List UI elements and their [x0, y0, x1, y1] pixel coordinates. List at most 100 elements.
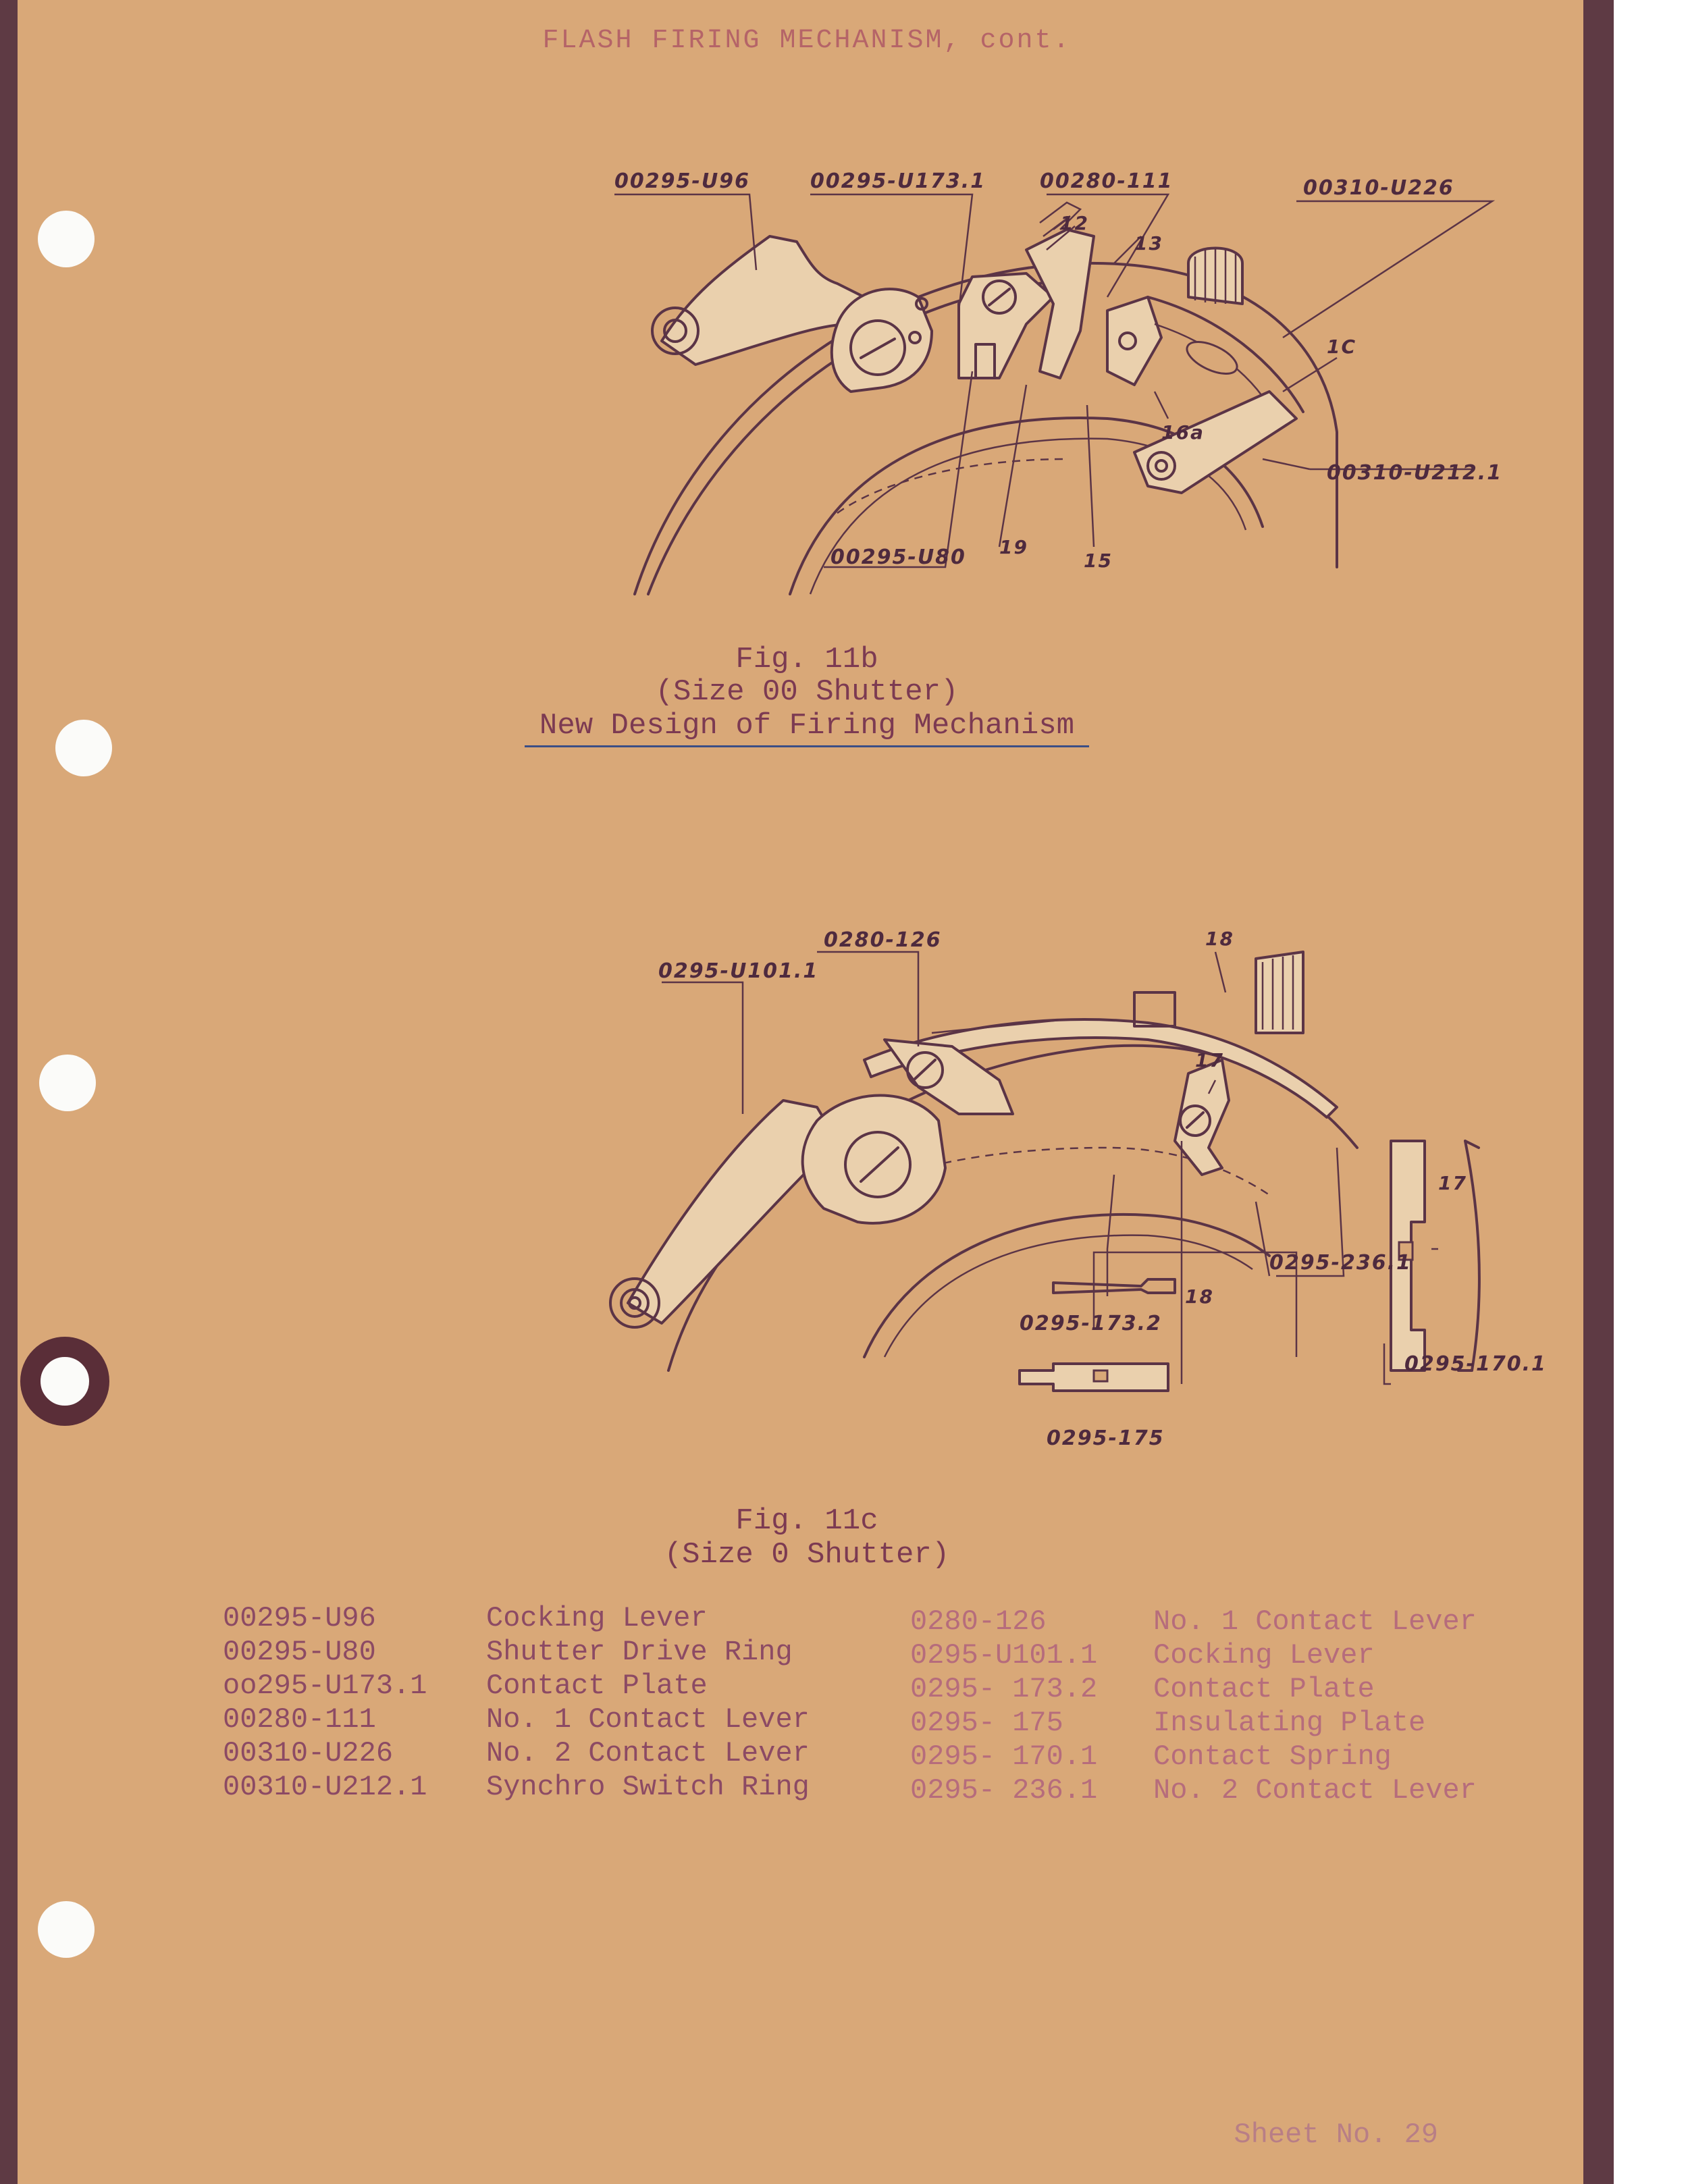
cam-disc	[801, 1094, 947, 1225]
page-header: FLASH FIRING MECHANISM, cont.	[542, 26, 1072, 56]
switch-ring-tail	[1133, 390, 1298, 494]
legend-description: No. 2 Contact Lever	[1153, 1774, 1477, 1807]
legend-row: 0295- 175 Insulating Plate	[910, 1707, 1425, 1740]
label-0295-U101-1: 0295-U101.1	[658, 959, 818, 983]
label-0280-126: 0280-126	[824, 928, 942, 952]
cam-pin	[908, 331, 922, 344]
label-00310-U212-1: 00310-U212.1	[1327, 461, 1502, 485]
lever-pivot-eye-core	[628, 1296, 641, 1310]
lever-pivot-eye-inner	[620, 1288, 650, 1318]
legend-row: 00295-U96 Cocking Lever	[223, 1602, 708, 1636]
legend-description: Shutter Drive Ring	[486, 1636, 793, 1668]
label-13: 13	[1134, 232, 1163, 255]
detached-contact-plate	[1052, 1278, 1176, 1294]
cocking-lever	[660, 235, 866, 366]
label-00295-U173-1: 00295-U173.1	[810, 169, 986, 193]
legend-row: 00295-U80 Shutter Drive Ring	[223, 1636, 793, 1670]
label-16a: 16a	[1161, 421, 1205, 444]
label-18: 18	[1205, 928, 1234, 950]
figure-11c-drawing: 0280-126 0295-U101.1 0295-236.1 0295-173…	[609, 928, 1547, 1450]
legend-row: 0295- 173.2 Contact Plate	[910, 1673, 1375, 1707]
legend-description: Contact Spring	[1153, 1740, 1392, 1773]
strip-bracket	[1133, 991, 1176, 1028]
label-0295-170-1: 0295-170.1	[1404, 1352, 1547, 1376]
label-19: 19	[999, 536, 1028, 558]
legend-description: No. 2 Contact Lever	[486, 1737, 810, 1769]
legend-row: oo295-U173.1 Contact Plate	[223, 1670, 708, 1703]
fig-11b-caption-description: New Design of Firing Mechanism	[524, 709, 1090, 747]
switch-ring-eye-inner	[1155, 459, 1168, 473]
contact-plate-screw	[982, 279, 1017, 315]
lever-pivot-eye	[651, 307, 700, 355]
legend-part-number: 0295-U101.1	[910, 1639, 1098, 1672]
legend-part-number: 0295- 175	[910, 1707, 1063, 1739]
legend-part-number: oo295-U173.1	[223, 1670, 427, 1702]
legend-part-number: 00310-U226	[223, 1737, 394, 1769]
punch-hole	[55, 720, 112, 776]
synchro-ring-slot	[1186, 341, 1238, 375]
legend-part-number: 00295-U80	[223, 1636, 376, 1668]
contact-lever-screw	[906, 1051, 944, 1089]
switch-ring-eye	[1146, 451, 1176, 481]
punch-hole-reinforcement-ring	[20, 1337, 109, 1426]
figure-11b-leader-lines	[614, 193, 1496, 568]
punch-hole	[38, 1901, 95, 1958]
insulating-plate-hole	[1092, 1369, 1109, 1383]
binder-edge-right	[1583, 0, 1614, 2184]
contact-lever-no2-screw	[1179, 1104, 1211, 1137]
drive-ring-inner	[809, 437, 1247, 595]
legend-part-number: 00295-U96	[223, 1602, 376, 1634]
contact-blade	[931, 1018, 1067, 1034]
legend-description: No. 1 Contact Lever	[486, 1703, 810, 1736]
drive-ring-inner	[883, 1234, 1253, 1358]
figure-11c-leader-lines	[662, 951, 1438, 1385]
label-0295-236-1: 0295-236.1	[1269, 1251, 1412, 1275]
document-page: FLASH FIRING MECHANISM, cont.	[0, 0, 1614, 2184]
cam-screw-slot	[860, 1146, 899, 1183]
contact-spring-slot	[1398, 1241, 1414, 1261]
binder-edge-left	[0, 0, 18, 2184]
legend-description: Cocking Lever	[486, 1602, 708, 1634]
label-0295-175: 0295-175	[1047, 1427, 1165, 1450]
synchro-switch-ring-outer	[1146, 296, 1304, 413]
contact-lever-no2-screw-slot	[1186, 1111, 1205, 1129]
punch-hole	[38, 211, 95, 267]
contact-plate	[957, 272, 1055, 379]
legend-row: 00280-111 No. 1 Contact Lever	[223, 1703, 810, 1737]
contact-spring-side	[1457, 1140, 1481, 1372]
cocking-lever	[627, 1099, 839, 1325]
label-00280-111: 00280-111	[1040, 169, 1173, 193]
legend-description: Insulating Plate	[1153, 1707, 1426, 1739]
cam-screw	[849, 319, 906, 376]
label-12: 12	[1060, 212, 1089, 234]
knurled-post	[1255, 951, 1304, 1034]
drive-ring-outer	[863, 1213, 1271, 1358]
contact-lever-pivot	[1118, 331, 1137, 350]
label-17: 17	[1195, 1049, 1224, 1071]
lever-pivot-eye	[609, 1277, 660, 1329]
legend-row: 0280-126 No. 1 Contact Lever	[910, 1605, 1477, 1639]
legend-part-number: 0280-126	[910, 1605, 1047, 1638]
fig-11c-caption-title: Fig. 11c	[735, 1504, 878, 1538]
contact-lever-no1	[1025, 228, 1095, 379]
legend-row: 0295-U101.1 Cocking Lever	[910, 1639, 1375, 1673]
fig-11b-caption-title: Fig. 11b	[735, 643, 878, 676]
legend-part-number: 0295- 236.1	[910, 1774, 1098, 1807]
label-0295-173-2: 0295-173.2	[1020, 1312, 1162, 1335]
legend-row: 0295- 236.1 No. 2 Contact Lever	[910, 1774, 1477, 1808]
fig-11b-caption-subtitle: (Size 00 Shutter)	[655, 675, 959, 709]
legend-row: 00310-U212.1 Synchro Switch Ring	[223, 1771, 810, 1805]
label-17: 17	[1438, 1172, 1467, 1194]
legend-part-number: 00280-111	[223, 1703, 376, 1736]
legend-row: 00310-U226 No. 2 Contact Lever	[223, 1737, 810, 1771]
legend-description: Contact Plate	[1153, 1673, 1375, 1705]
label-15: 15	[1084, 550, 1113, 572]
figure-11b-drawing: 00295-U96 00295-U173.1 00280-111 00310-U…	[614, 169, 1502, 595]
punch-hole	[39, 1055, 96, 1111]
label-00295-U96: 00295-U96	[614, 169, 750, 193]
fig-11c-caption-subtitle: (Size 0 Shutter)	[664, 1538, 950, 1572]
legend-part-number: 0295- 173.2	[910, 1673, 1098, 1705]
lever-pivot-eye-inner	[663, 319, 687, 343]
contact-plate-slot	[974, 343, 996, 379]
post-knurling	[1261, 955, 1294, 1030]
